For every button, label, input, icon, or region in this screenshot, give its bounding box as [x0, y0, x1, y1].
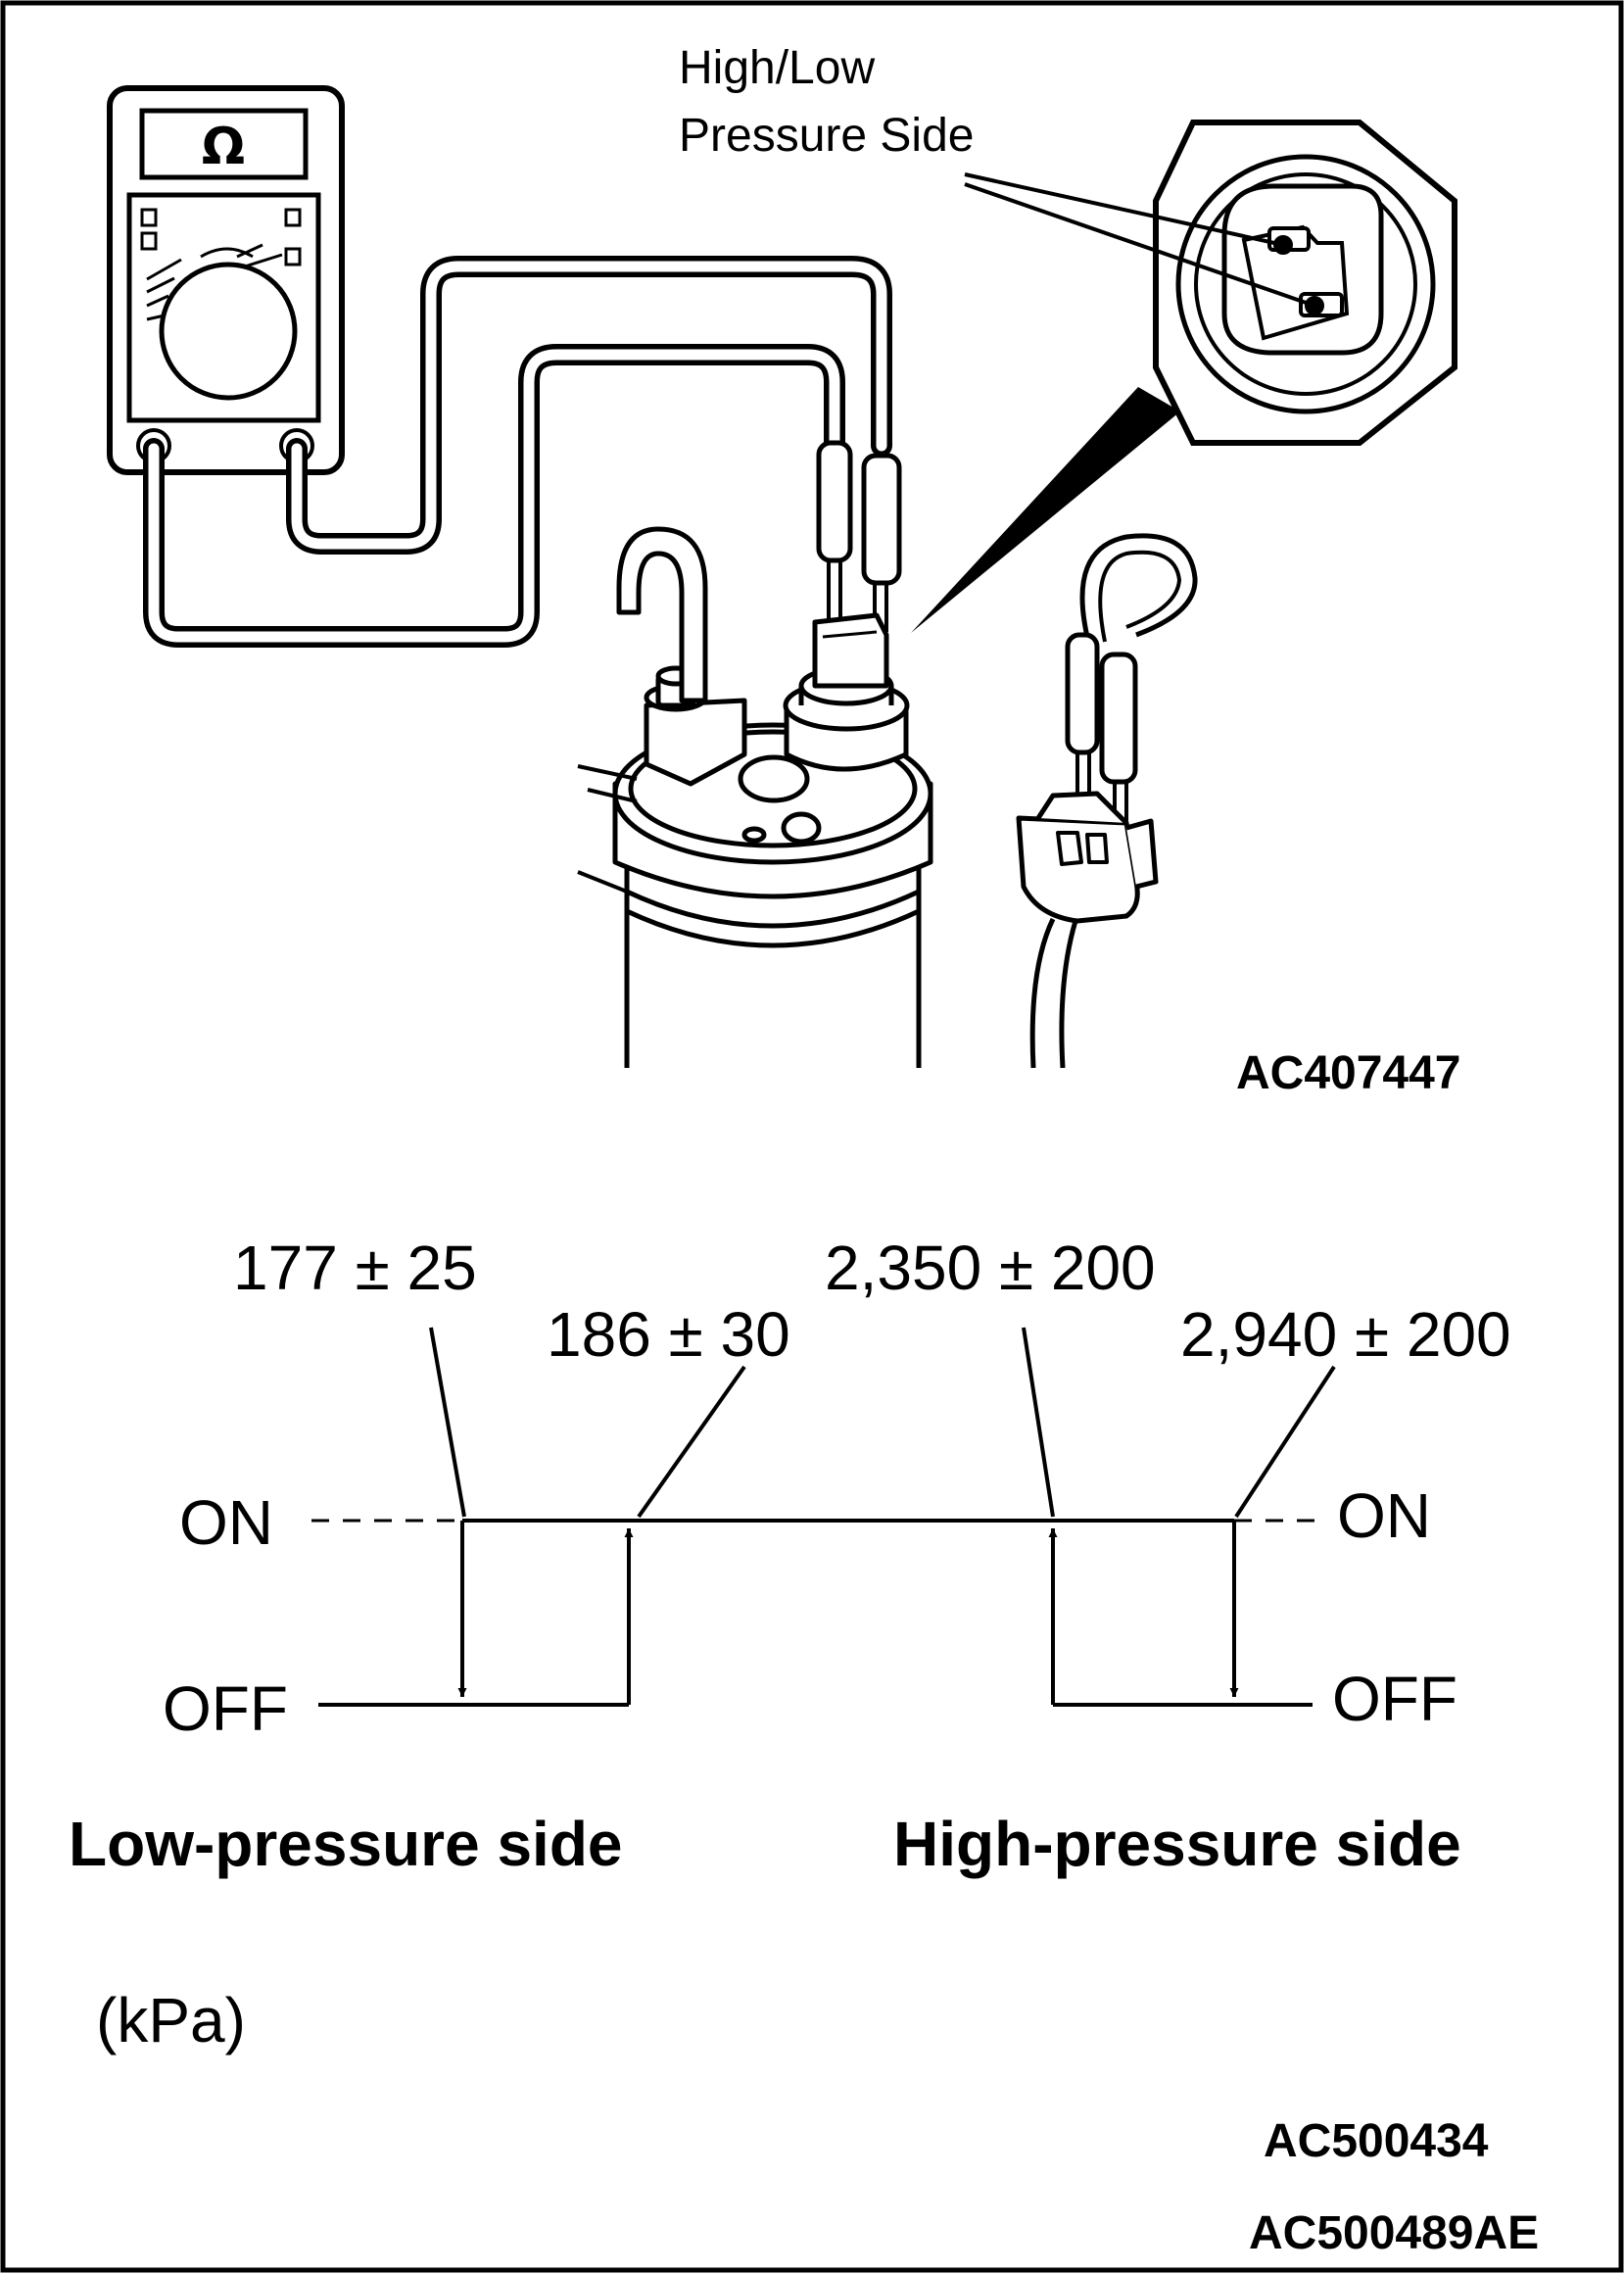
off-label-left: OFF — [163, 1673, 288, 1744]
on-label-left: ON — [179, 1487, 273, 1558]
high-off-pressure-value: 2,940 ± 200 — [1180, 1299, 1511, 1370]
pressure-switch-icon — [1153, 120, 1457, 446]
callout-leaders — [964, 172, 1324, 315]
low-side-caption: Low-pressure side — [69, 1809, 623, 1879]
high-on-pressure-value: 2,350 ± 200 — [825, 1233, 1156, 1303]
on-label-right: ON — [1337, 1480, 1431, 1551]
receiver-drier-icon — [577, 526, 933, 1068]
unit-label: (kPa) — [96, 1985, 246, 2055]
figure-code-illustration: AC407447 — [1236, 1047, 1461, 1099]
callout-label-line2: Pressure Side — [679, 110, 975, 162]
callout-label-line1: High/Low — [679, 42, 876, 94]
detail-pointer — [911, 387, 1180, 633]
switch-diagram — [311, 1327, 1336, 1707]
off-label-right: OFF — [1332, 1664, 1457, 1734]
probe-tips — [816, 440, 902, 632]
figure-code-1: AC500434 — [1264, 2115, 1489, 2167]
ohm-symbol: Ω — [202, 118, 245, 176]
figure-code-2: AC500489AE — [1249, 2207, 1540, 2259]
harness-connector-icon — [1016, 533, 1198, 1069]
low-off-pressure-value: 177 ± 25 — [233, 1233, 477, 1303]
low-on-pressure-value: 186 ± 30 — [547, 1299, 790, 1370]
high-side-caption: High-pressure side — [893, 1809, 1461, 1879]
